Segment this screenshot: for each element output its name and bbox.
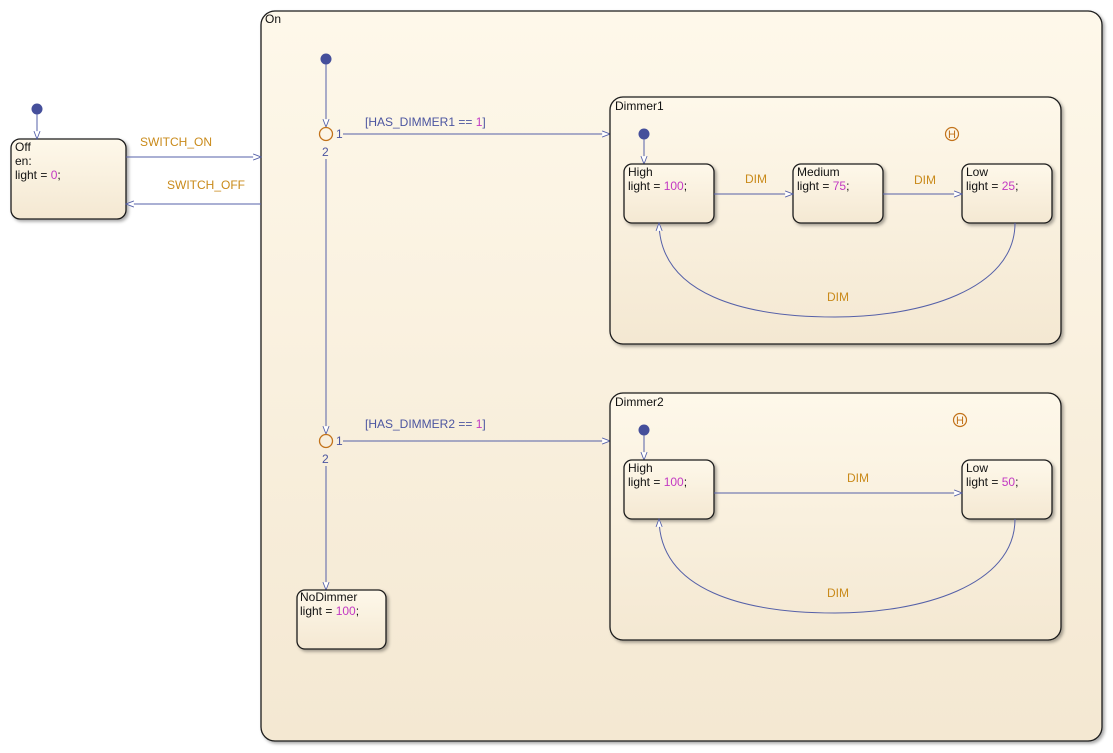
state-d1-medium-action: light = 75; xyxy=(797,179,849,193)
action-value: 100 xyxy=(336,604,356,618)
state-d2-low-box[interactable] xyxy=(961,459,1053,520)
state-nodimmer[interactable]: NoDimmer light = 100; xyxy=(296,589,387,650)
junction-2-port-1: 1 xyxy=(336,434,343,448)
state-nodimmer-name: NoDimmer xyxy=(300,590,357,604)
state-d2-high-name: High xyxy=(628,461,653,475)
action-suffix: ; xyxy=(846,179,849,193)
state-d1-high[interactable]: High light = 100; xyxy=(623,163,715,224)
default-transition-dot-dimmer1 xyxy=(638,128,650,140)
state-on-name: On xyxy=(265,12,281,26)
state-dimmer1-name: Dimmer1 xyxy=(615,99,664,113)
action-suffix: ; xyxy=(684,179,687,193)
action-prefix: light = xyxy=(797,179,833,193)
state-d1-high-action: light = 100; xyxy=(628,179,687,193)
junction-1-port-1: 1 xyxy=(336,127,343,141)
action-suffix: ; xyxy=(356,604,359,618)
junction-2-port-2: 2 xyxy=(322,452,329,466)
state-dimmer2-box[interactable] xyxy=(609,392,1062,641)
state-nodimmer-box[interactable] xyxy=(296,589,387,650)
state-d2-low[interactable]: Low light = 50; xyxy=(961,459,1053,520)
guard-suffix: ] xyxy=(482,115,485,129)
action-suffix: ; xyxy=(57,168,60,182)
guard-label-dimmer1: [HAS_DIMMER1 == 1] xyxy=(365,115,486,129)
guard-suffix: ] xyxy=(482,417,485,431)
state-d1-medium[interactable]: Medium light = 75; xyxy=(792,163,884,224)
guard-value: 1 xyxy=(476,115,483,129)
state-d1-low[interactable]: Low light = 25; xyxy=(961,163,1053,224)
action-suffix: ; xyxy=(1015,475,1018,489)
transition-label-dim: DIM xyxy=(827,586,849,600)
state-nodimmer-action: light = 100; xyxy=(300,604,359,618)
action-value: 100 xyxy=(664,475,684,489)
state-d1-high-name: High xyxy=(628,165,653,179)
history-label: H xyxy=(948,129,956,141)
state-off-entry: en: xyxy=(15,154,32,168)
transition-label-dim: DIM xyxy=(847,471,869,485)
action-prefix: light = xyxy=(15,168,51,182)
transition-label-switch-on: SWITCH_ON xyxy=(140,135,212,149)
state-d2-low-name: Low xyxy=(966,461,988,475)
action-suffix: ; xyxy=(684,475,687,489)
transition-label-dim: DIM xyxy=(914,173,936,187)
history-circle xyxy=(944,126,960,142)
state-d2-high-action: light = 100; xyxy=(628,475,687,489)
history-junction-dimmer2[interactable]: H xyxy=(952,412,968,428)
junction-1[interactable] xyxy=(318,126,334,142)
action-suffix: ; xyxy=(1015,179,1018,193)
guard-label-dimmer2: [HAS_DIMMER2 == 1] xyxy=(365,417,486,431)
state-d2-high[interactable]: High light = 100; xyxy=(623,459,715,520)
history-label: H xyxy=(956,415,964,427)
default-transition-dot-top xyxy=(31,103,43,115)
action-prefix: light = xyxy=(628,179,664,193)
guard-prefix: [HAS_DIMMER1 == xyxy=(365,115,476,129)
transition-label-dim: DIM xyxy=(745,172,767,186)
guard-prefix: [HAS_DIMMER2 == xyxy=(365,417,476,431)
transition-d2-low-to-high[interactable] xyxy=(659,519,1016,614)
history-circle xyxy=(952,412,968,428)
default-transition-dot-dimmer2 xyxy=(638,424,650,436)
guard-value: 1 xyxy=(476,417,483,431)
transition-label-dim: DIM xyxy=(827,290,849,304)
action-value: 100 xyxy=(664,179,684,193)
state-d1-medium-name: Medium xyxy=(797,165,840,179)
state-d2-high-box[interactable] xyxy=(623,459,715,520)
state-dimmer2-name: Dimmer2 xyxy=(615,395,664,409)
transition-d1-low-to-high[interactable] xyxy=(659,223,1016,318)
state-off-name: Off xyxy=(15,140,31,154)
action-prefix: light = xyxy=(628,475,664,489)
state-off-box[interactable] xyxy=(10,138,127,220)
history-junction-dimmer1[interactable]: H xyxy=(944,126,960,142)
action-prefix: light = xyxy=(300,604,336,618)
state-dimmer2[interactable]: Dimmer2 xyxy=(609,392,1062,641)
action-value: 75 xyxy=(833,179,847,193)
action-value: 50 xyxy=(1002,475,1016,489)
junction-1-port-2: 2 xyxy=(322,145,329,159)
state-off-action: light = 0; xyxy=(15,168,61,182)
state-off[interactable]: Off en: light = 0; xyxy=(10,138,127,220)
action-value: 0 xyxy=(51,168,58,182)
action-prefix: light = xyxy=(966,475,1002,489)
action-value: 25 xyxy=(1002,179,1016,193)
state-d2-low-action: light = 50; xyxy=(966,475,1018,489)
junction-2[interactable] xyxy=(318,433,334,449)
state-d1-low-action: light = 25; xyxy=(966,179,1018,193)
transition-label-switch-off: SWITCH_OFF xyxy=(167,178,245,192)
action-prefix: light = xyxy=(966,179,1002,193)
state-d1-low-name: Low xyxy=(966,165,988,179)
default-transition-dot-on xyxy=(320,53,332,65)
